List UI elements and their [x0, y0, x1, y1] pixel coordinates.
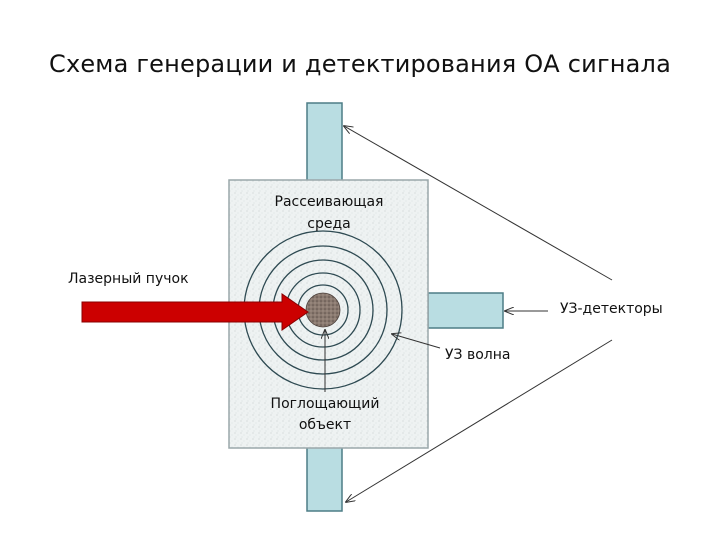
- pointer-wave: [392, 334, 441, 349]
- absorbing-object: [305, 292, 341, 328]
- object-label-line1: Поглощающий: [270, 396, 380, 412]
- laser-beam-arrow: [81, 293, 309, 331]
- pointer-detector-top: [344, 126, 613, 281]
- right-detector: [427, 292, 504, 329]
- medium-label-line2: среда: [307, 216, 351, 232]
- diagram-title: Схема генерации и детектирования ОА сигн…: [48, 50, 672, 78]
- pointer-detector-bottom: [346, 339, 613, 502]
- object-label-line2: объект: [298, 417, 352, 433]
- wave-label: УЗ волна: [445, 347, 511, 363]
- bottom-detector: [306, 445, 343, 512]
- laser-label: Лазерный пучок: [68, 271, 189, 287]
- medium-label-line1: Рассеивающая: [274, 194, 384, 210]
- detectors-label: УЗ-детекторы: [560, 301, 663, 317]
- top-detector: [306, 102, 343, 186]
